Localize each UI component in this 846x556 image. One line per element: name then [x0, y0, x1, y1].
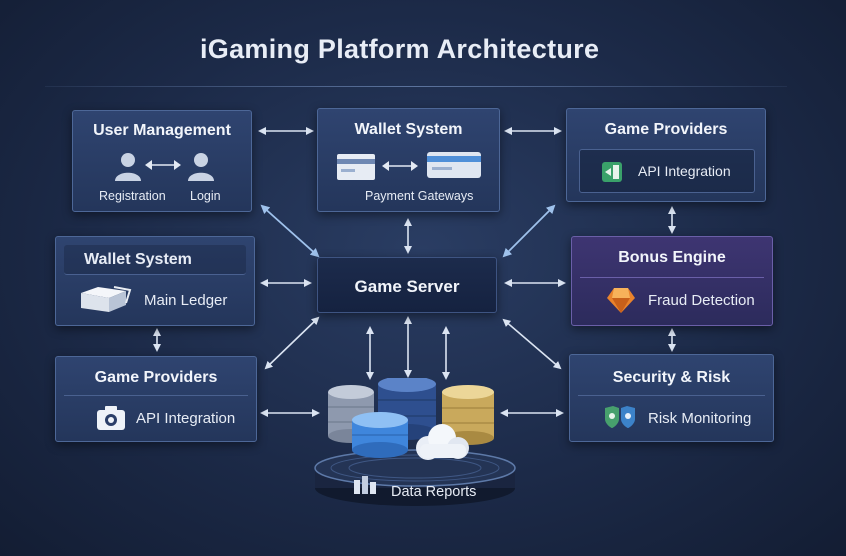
security-risk-box[interactable]: Security & Risk Risk Monitoring: [569, 354, 774, 442]
game-providers-bottom-divider: [64, 395, 248, 396]
payment-gateways-label: Payment Gateways: [365, 189, 474, 203]
shield-icon: [605, 406, 635, 428]
database-icon: [352, 412, 408, 458]
wallet-system-left-header: Wallet System: [64, 245, 246, 275]
registration-label: Registration: [99, 189, 166, 203]
exchange-arrow-icon: [145, 160, 181, 170]
api-icon: [602, 162, 622, 182]
bonus-engine-box[interactable]: Bonus Engine Fraud Detection: [571, 236, 773, 326]
gem-icon: [607, 288, 635, 313]
main-ledger-label: Main Ledger: [144, 292, 228, 309]
game-providers-bottom-box[interactable]: Game Providers API Integration: [55, 356, 257, 442]
security-risk-title: Security & Risk: [612, 369, 731, 386]
arrow-user-server: [260, 204, 320, 258]
cloud-icon: [416, 424, 469, 460]
game-providers-top-title: Game Providers: [604, 121, 728, 138]
bonus-engine-title: Bonus Engine: [618, 249, 726, 266]
game-providers-bottom-title: Game Providers: [94, 369, 218, 386]
user-management-box[interactable]: User Management Registration Login: [72, 110, 252, 212]
title-divider: [45, 86, 787, 87]
user-icon: [188, 153, 214, 181]
api-integration-top-panel[interactable]: API Integration: [579, 149, 755, 193]
report-icon: [354, 476, 376, 494]
card-icon: [337, 154, 375, 180]
arrow-providers-server: [502, 204, 556, 258]
fraud-detection-label: Fraud Detection: [648, 292, 755, 309]
api-integration-top-label: API Integration: [638, 163, 731, 179]
exchange-arrow-icon: [382, 161, 418, 171]
wallet-system-left-title: Wallet System: [84, 251, 192, 268]
user-management-title: User Management: [93, 122, 231, 139]
user-icon: [115, 153, 141, 181]
wallet-system-top-box[interactable]: Wallet System Payment Gateways: [317, 108, 500, 212]
box-icon: [81, 286, 132, 312]
api-integration-bottom-label: API Integration: [136, 410, 236, 427]
database-cluster: [314, 378, 516, 506]
wallet-system-top-title: Wallet System: [354, 121, 463, 138]
risk-monitoring-label: Risk Monitoring: [648, 410, 752, 427]
game-server-box[interactable]: Game Server: [317, 257, 497, 313]
bonus-engine-divider: [580, 277, 764, 278]
arrow-server-providersbottom: [264, 316, 320, 370]
game-providers-top-box[interactable]: Game Providers API Integration: [566, 108, 766, 202]
data-reports-label: Data Reports: [391, 484, 477, 500]
diagram-title: iGaming Platform Architecture: [200, 34, 600, 64]
card-icon: [427, 152, 481, 178]
wallet-system-left-box[interactable]: Wallet System Main Ledger: [55, 236, 255, 326]
security-risk-divider: [578, 395, 765, 396]
camera-icon: [97, 406, 125, 430]
game-server-title: Game Server: [354, 277, 460, 296]
login-label: Login: [190, 189, 221, 203]
arrow-server-security: [502, 318, 562, 370]
